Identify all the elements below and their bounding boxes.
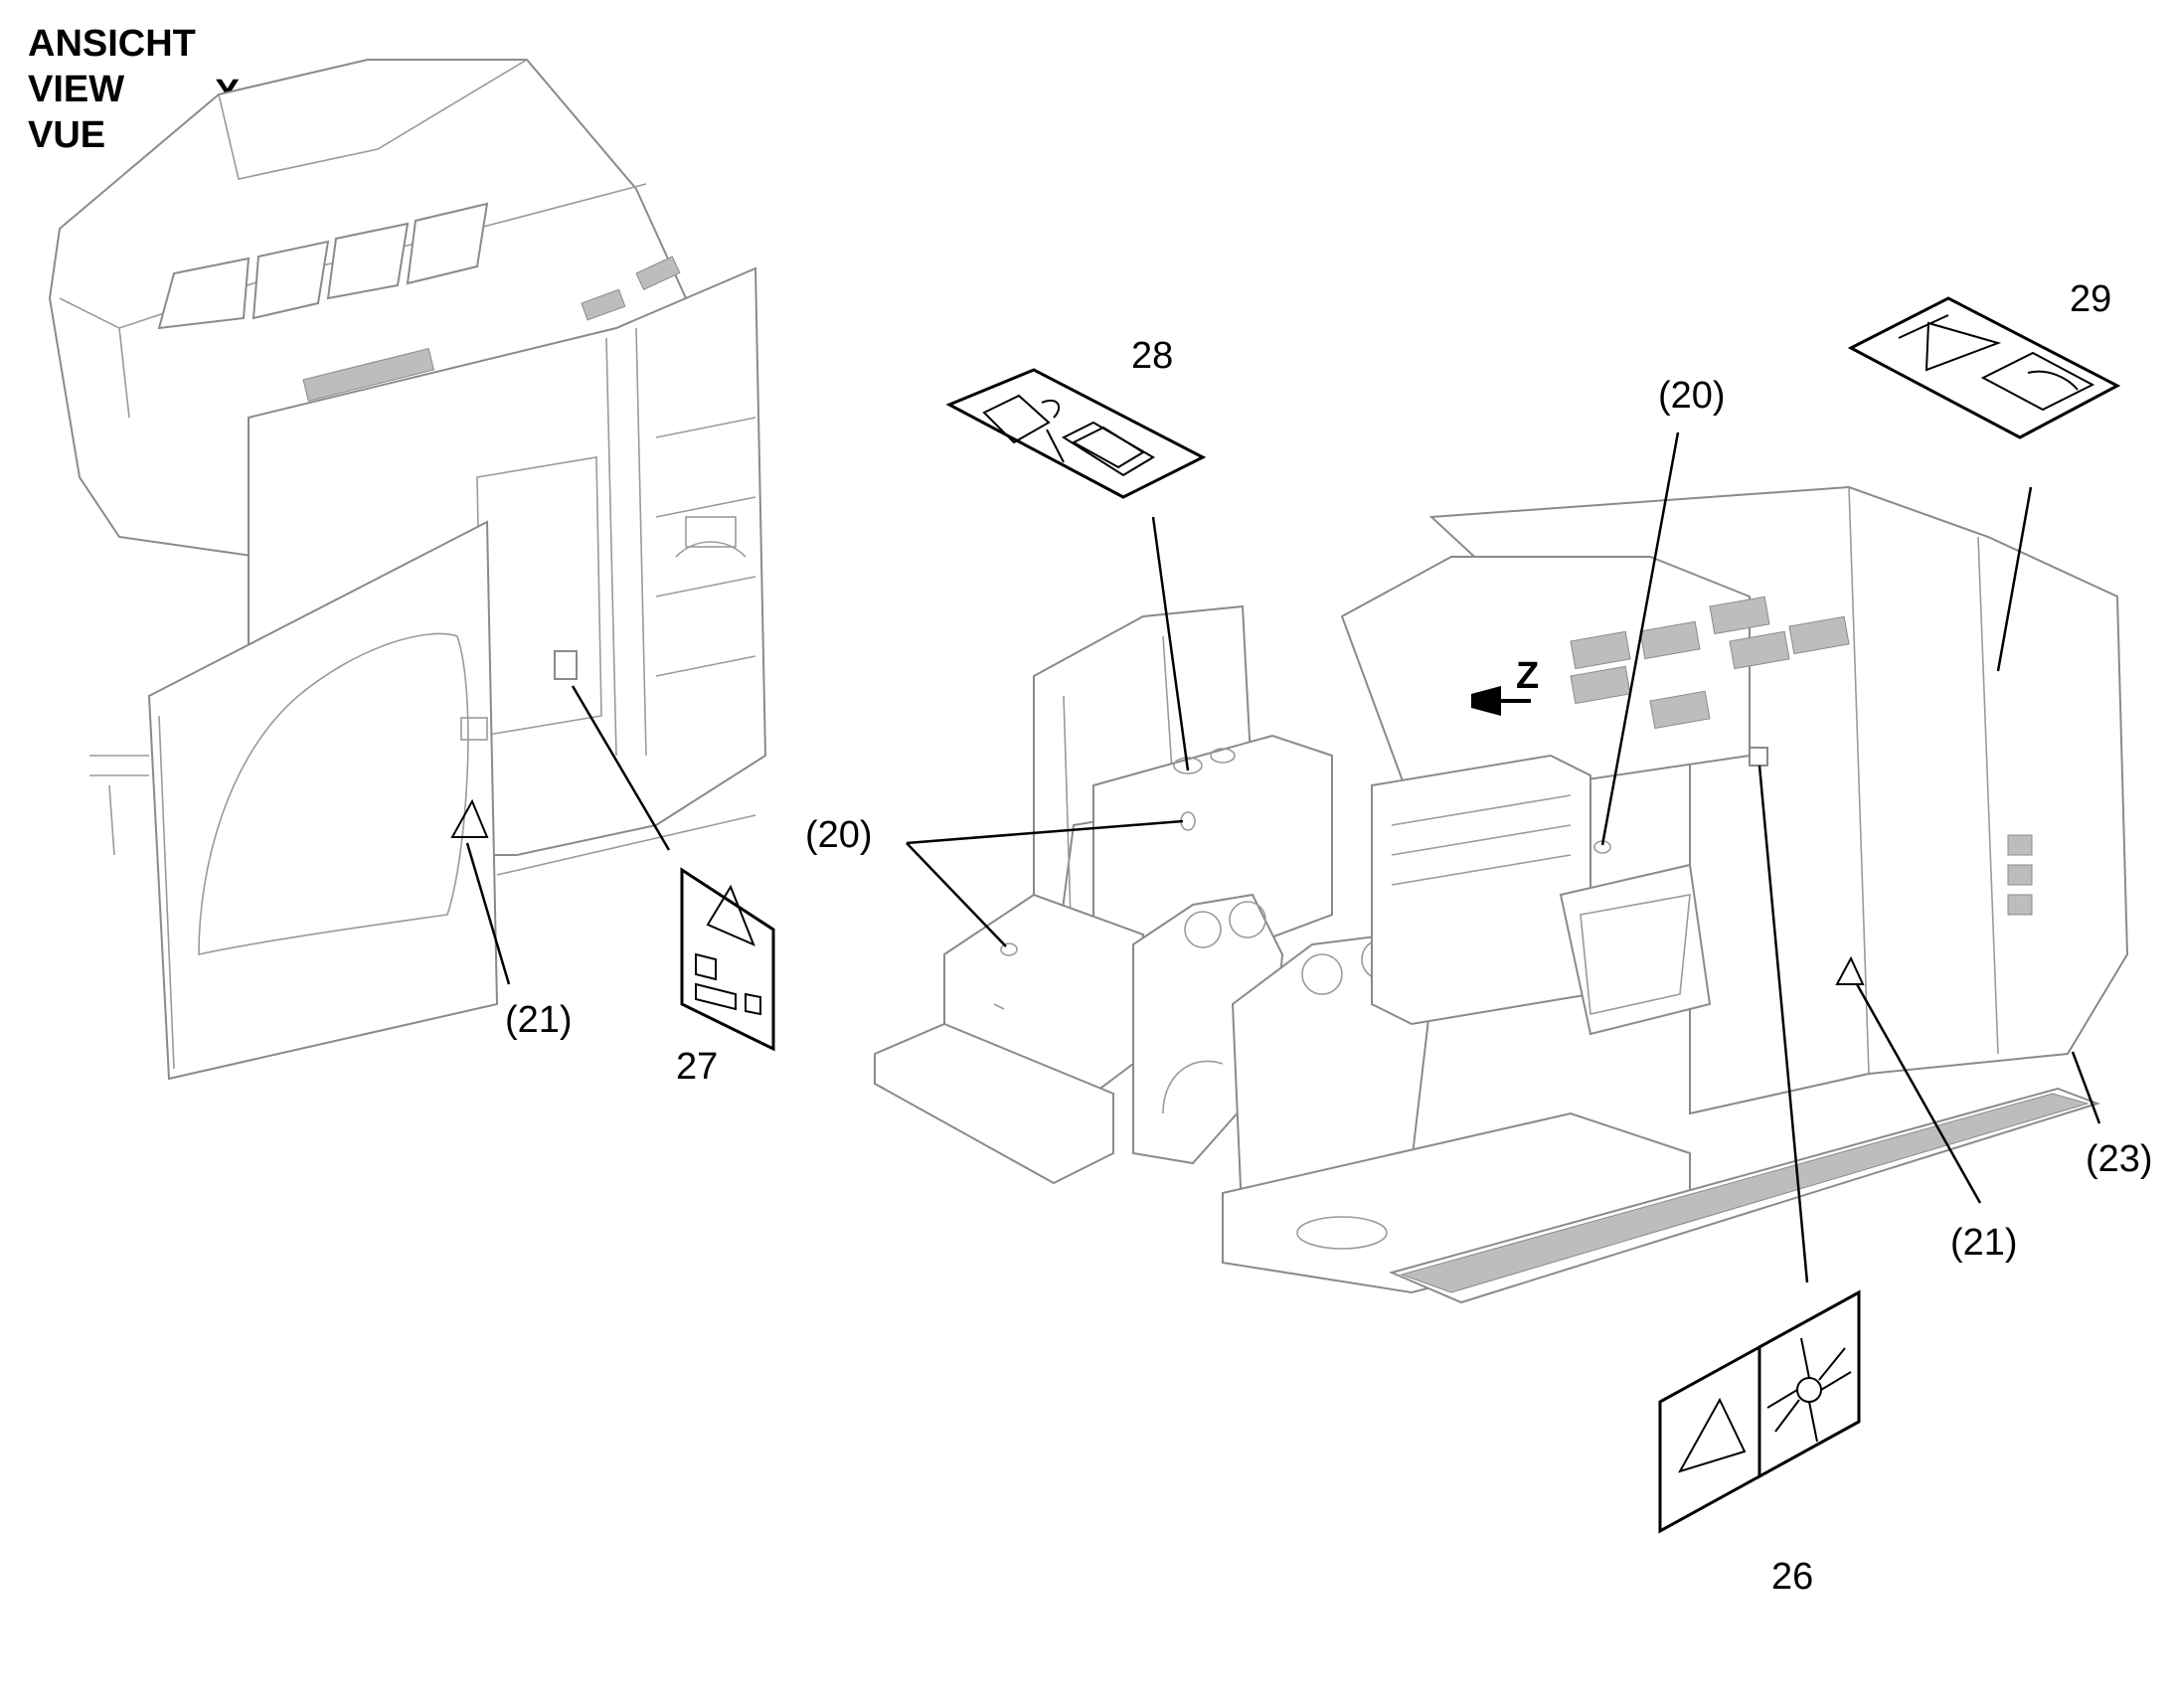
leader-21-right: [1855, 983, 1982, 1204]
leader-27: [571, 685, 671, 851]
decal-27: [680, 867, 775, 1052]
warning-triangle-icon: [1677, 1397, 1747, 1473]
callout-20-left: (20): [805, 814, 873, 856]
leader-20-left-b: [906, 842, 1007, 947]
leader-29: [1996, 486, 2033, 672]
view-label-en: VIEW: [28, 69, 124, 110]
view-label-de: ANSICHT: [28, 23, 196, 65]
decal-29: [1847, 296, 2121, 439]
callout-21-right: (21): [1950, 1222, 2018, 1264]
warning-triangle-icon: [1835, 955, 1865, 985]
view-label-fr: VUE: [28, 114, 105, 156]
view-x-drawing: [48, 59, 767, 1081]
decal-26: [1658, 1289, 1861, 1534]
main-machine-drawing: [874, 485, 2129, 1304]
warning-triangle-icon: [706, 884, 755, 946]
view-header: ANSICHT VIEW VUE X: [28, 23, 241, 156]
callout-26: 26: [1771, 1556, 1813, 1598]
warning-triangle-icon: [450, 798, 489, 838]
decal-26-location: [1749, 747, 1768, 767]
callout-29: 29: [2070, 278, 2111, 320]
leader-28: [1151, 516, 1190, 771]
arrow-head-icon: [1471, 686, 1501, 716]
callout-27: 27: [676, 1046, 718, 1088]
leader-23: [2071, 1051, 2101, 1124]
callout-21-left: (21): [505, 999, 573, 1041]
fan-icon: [1766, 1337, 1852, 1443]
callout-23: (23): [2086, 1138, 2153, 1180]
leader-26: [1757, 765, 1809, 1283]
callout-28: 28: [1131, 335, 1173, 377]
callout-20-top: (20): [1658, 375, 1726, 417]
view-z-label: Z: [1516, 655, 1539, 697]
decal-20-location: [1000, 942, 1018, 956]
leader-20-top: [1600, 431, 1680, 846]
leader-21-left: [465, 842, 511, 985]
leader-20-left-a: [906, 819, 1184, 845]
decal-28: [945, 368, 1207, 499]
decal-27-location: [554, 650, 578, 680]
